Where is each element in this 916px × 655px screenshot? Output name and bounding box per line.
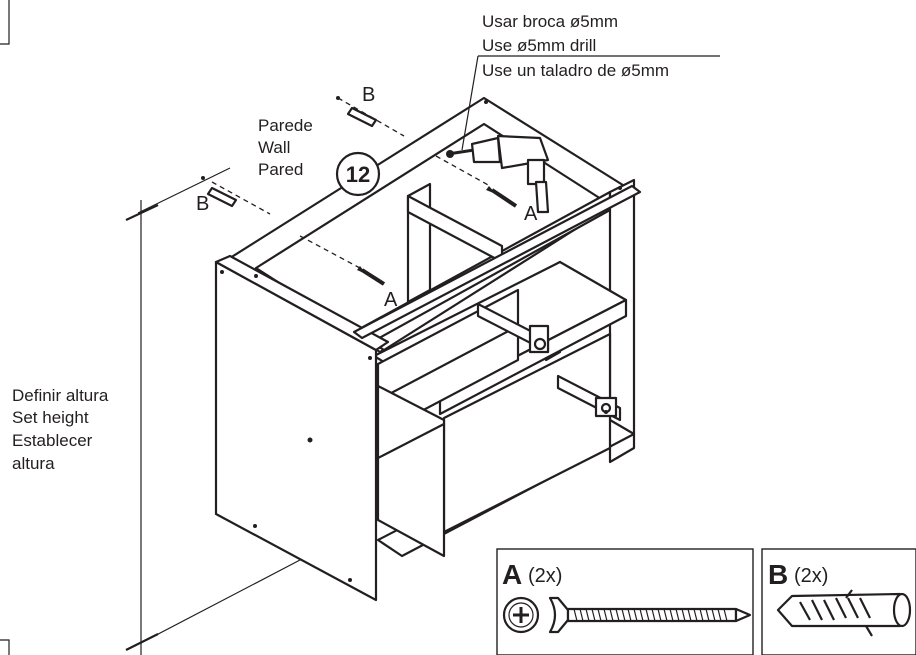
step-number: 12 [346,162,370,187]
callout-plug-left: B [196,193,209,215]
page-corner-marks [0,0,10,655]
callout-plug-top: B [362,84,375,106]
plug-left [201,176,238,208]
screw-left [357,266,386,286]
part-a-quantity: (2x) [528,565,562,587]
height-dimension-line [125,167,301,655]
part-b-quantity: (2x) [794,565,828,587]
part-box-b: B (2x) [761,548,916,655]
height-label-es-cont: altura [12,454,55,473]
wall-label-en: Wall [258,138,290,157]
phillips-screw-icon [502,596,752,634]
step-badge: 12 [335,151,381,197]
plug-top [336,96,378,128]
height-label-es: Establecer [12,431,93,450]
drill-note: Usar broca ø5mm Use ø5mm drill Use un ta… [461,12,720,151]
wall-label-pt: Parede [258,116,313,135]
drill-icon [446,134,550,214]
part-a-letter: A [502,559,522,590]
callout-screw-left: A [384,289,398,311]
drawer-slides [476,302,622,422]
height-label-pt: Definir altura [12,386,109,405]
height-label-en: Set height [12,408,89,427]
wall-label-es: Pared [258,160,303,179]
drill-note-en: Use ø5mm drill [482,36,596,55]
screw-right [486,186,518,208]
drill-note-es: Use un taladro de ø5mm [482,61,669,80]
wall-label: Parede Wall Pared [258,116,313,179]
wall-plug-icon [776,589,912,637]
height-label: Definir altura Set height Establecer alt… [12,386,109,473]
part-b-letter: B [768,559,788,590]
callout-screw-right: A [524,203,538,225]
drill-note-pt: Usar broca ø5mm [482,12,618,31]
part-box-a: A (2x) [496,548,754,655]
